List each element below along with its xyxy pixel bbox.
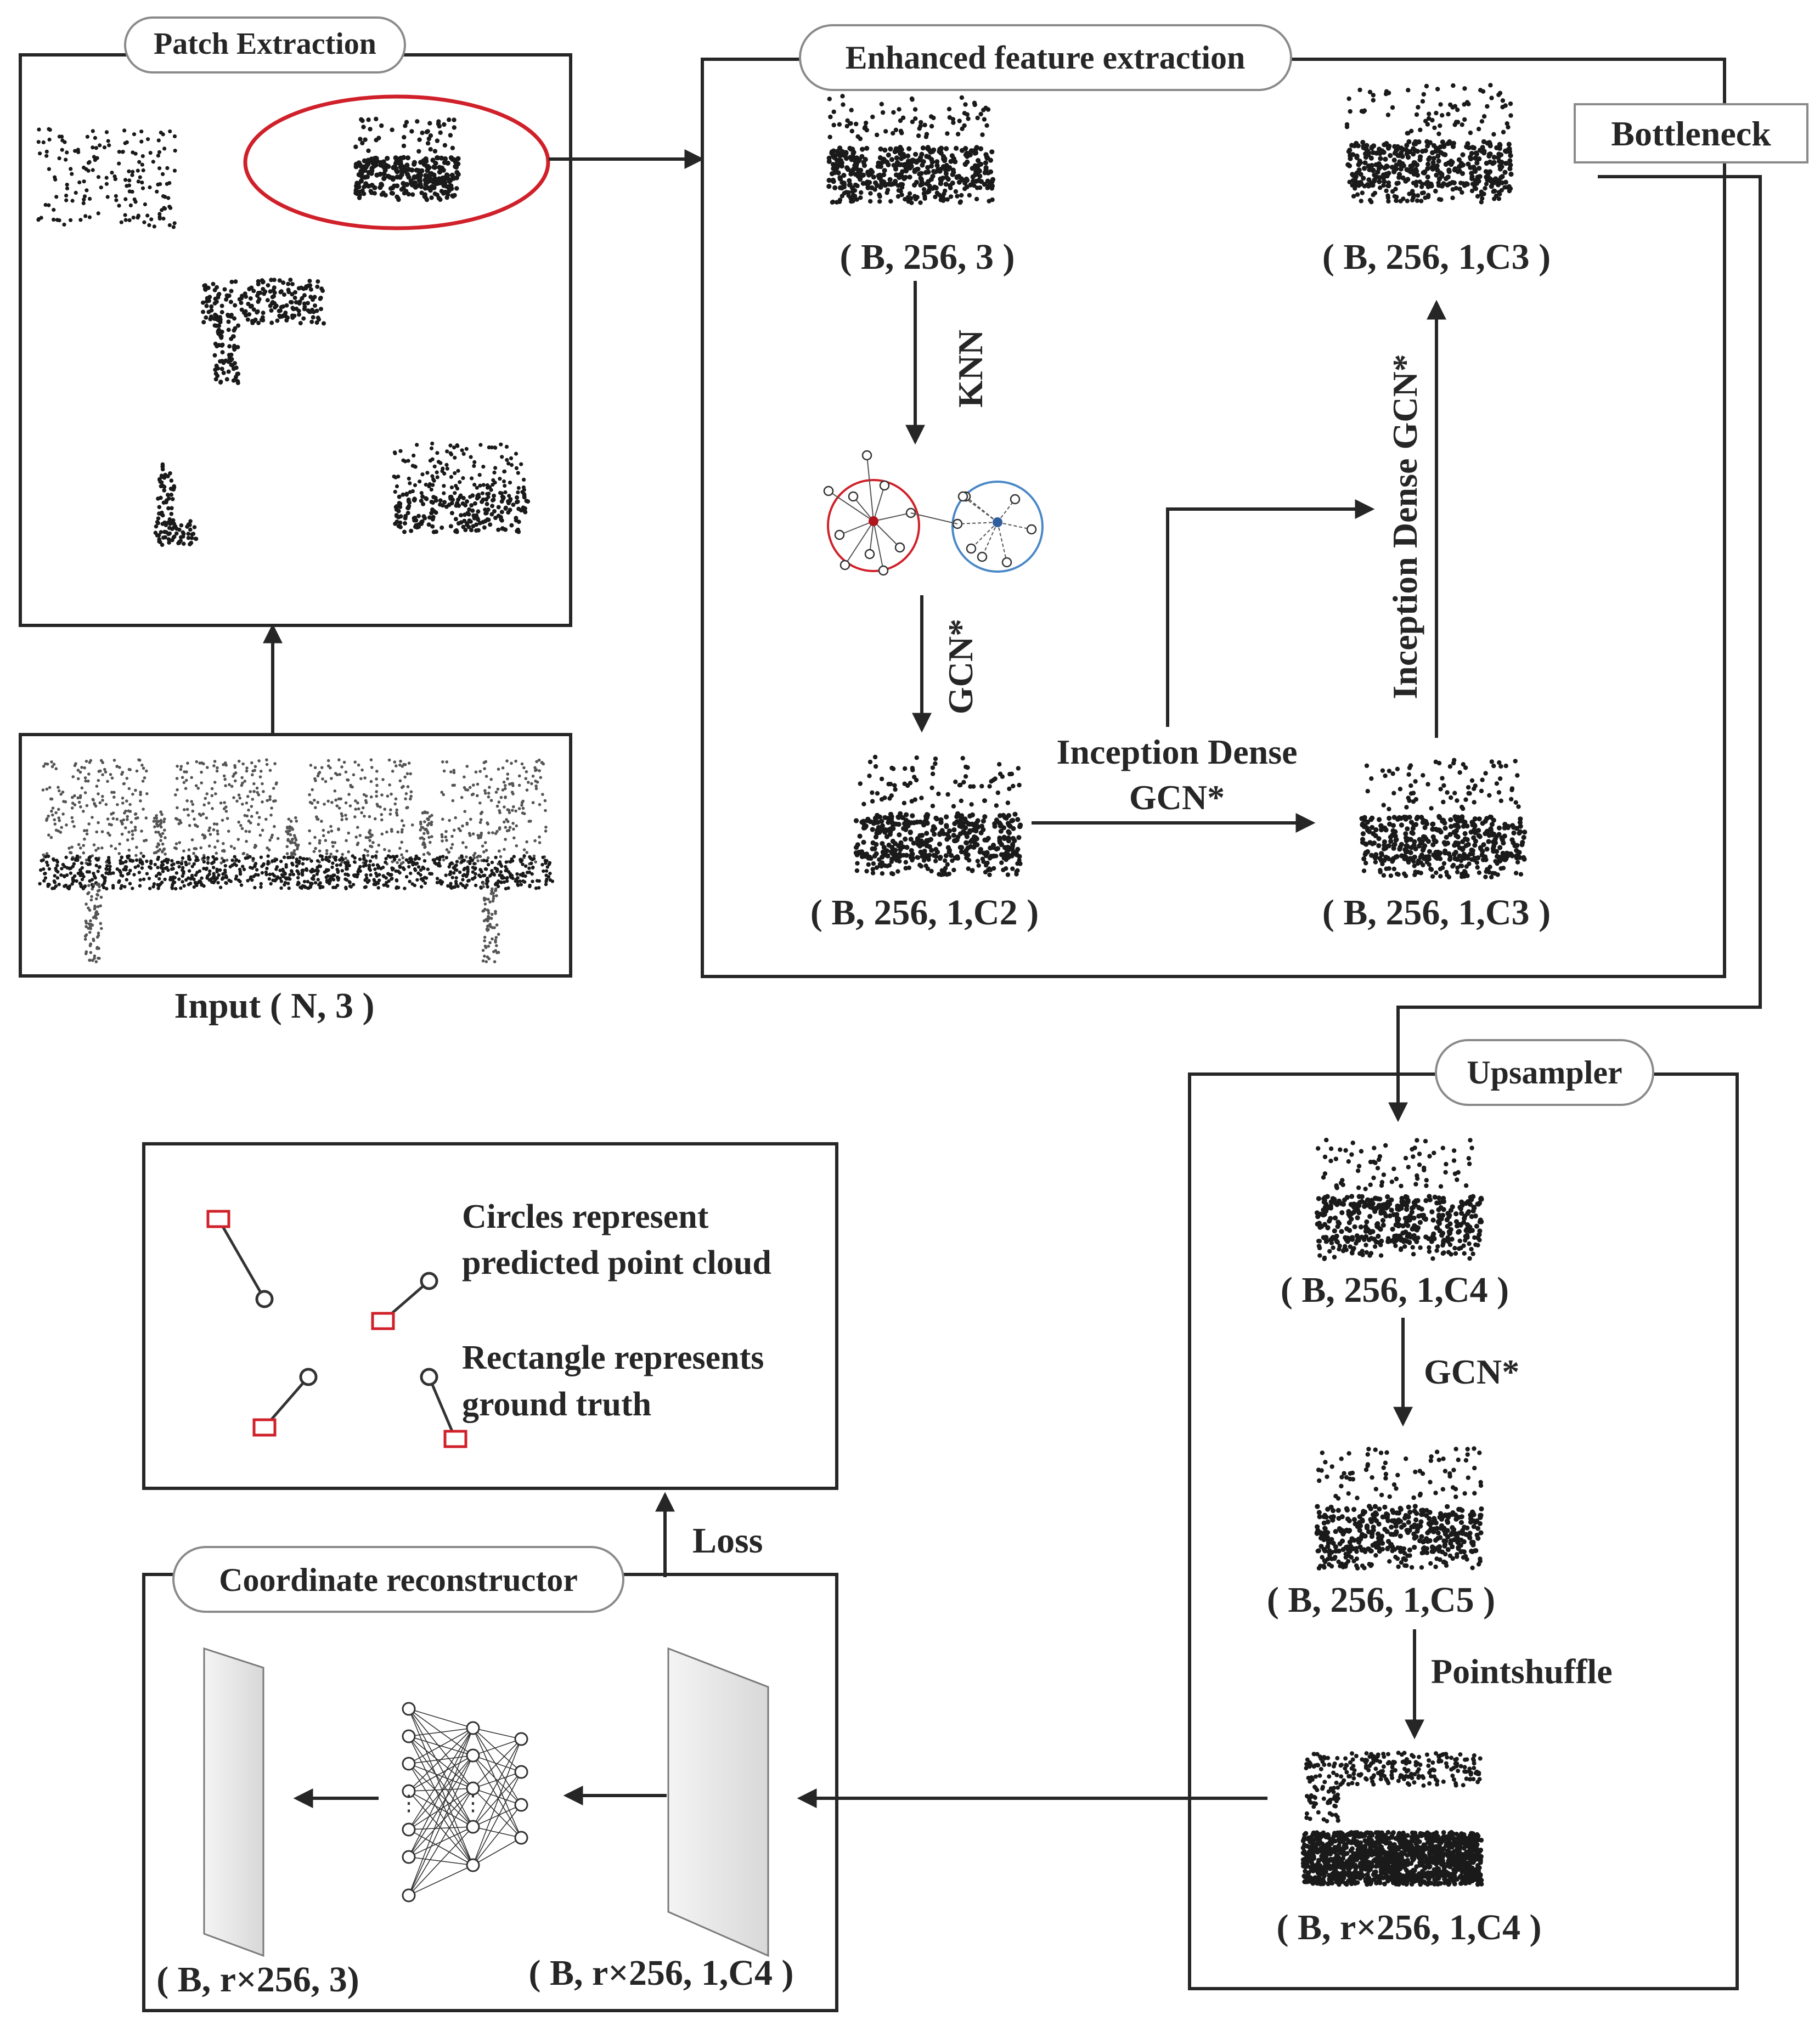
point-cloud-patch-icon [853,754,1023,877]
inception-label-line1: Inception Dense [1056,732,1297,771]
selected-patch-highlight [243,94,550,230]
point-cloud-patch-icon [36,127,177,229]
input-point-cloud-icon [38,758,555,963]
patch-extraction-title-pill: Patch Extraction [124,16,406,74]
legend-line4: ground truth [462,1386,651,1423]
gcn-star-label: GCN* [941,619,980,714]
point-cloud-patch-icon [1359,758,1528,880]
legend-panel: Circles represent predicted point cloud … [142,1142,838,1490]
patch-extraction-title: Patch Extraction [154,27,376,61]
inception-vertical-label: Inception Dense GCN* [1385,354,1424,699]
enhanced-feature-extraction-panel: Enhanced feature extraction ( B, 256, 3 … [701,24,1726,978]
shape-features-label: ( B, r×256, 1,C4 ) [528,1953,793,1993]
upsampler-title: Upsampler [1467,1054,1622,1091]
shape-output-label: ( B, r×256, 3) [156,1960,359,2000]
enhanced-title-pill: Enhanced feature extraction [799,24,1292,91]
upsampler-title-pill: Upsampler [1435,1039,1654,1106]
enhanced-title: Enhanced feature extraction [846,39,1246,76]
legend-pairs-icon [206,1210,467,1448]
bottleneck-to-upsampler-arrow [1388,175,1762,1122]
legend-line1: Circles represent [462,1198,709,1235]
inception-label-line2: GCN* [1129,778,1225,817]
shape-c5-label: ( B, 256, 1,C5 ) [1267,1580,1495,1620]
shape-in-label: ( B, 256, 3 ) [840,237,1015,277]
shape-c3-top-label: ( B, 256, 1,C3 ) [1322,237,1551,277]
legend-line3: Rectangle represents [462,1339,764,1376]
input-label: Input ( N, 3 ) [174,986,375,1026]
loss-label: Loss [692,1521,763,1561]
point-cloud-patch-icon [1344,83,1514,205]
shape-c3-bottom-label: ( B, 256, 1,C3 ) [1322,893,1551,933]
output-plane-icon [203,1647,264,1957]
point-cloud-patch-icon [392,441,531,534]
upsampler-gcn-label: GCN* [1424,1352,1519,1391]
point-cloud-patch-icon [826,94,996,205]
upsampler-panel: Upsampler ( B, 256, 1,C4 ) GCN* ( B, 256… [1188,1039,1739,1990]
point-cloud-patch-icon [1314,1446,1484,1571]
pointshuffle-label: Pointshuffle [1431,1652,1613,1691]
shape-c4-label: ( B, 256, 1,C4 ) [1281,1270,1509,1310]
point-cloud-patch-icon [353,116,461,202]
bottleneck-label: Bottleneck [1611,114,1771,153]
point-cloud-patch-icon [1314,1137,1484,1261]
coordinate-reconstructor-panel: Coordinate reconstructor ⋮⋮ ( B, r×256, … [142,1546,838,2012]
point-cloud-patch-icon [201,278,326,385]
input-panel: Input ( N, 3 ) [19,733,572,1026]
shape-out-label: ( B, r×256, 1,C4 ) [1276,1907,1541,1947]
skip-connection-arrow [1166,499,1375,727]
knn-graph-icon [823,450,1044,576]
patch-extraction-panel: Patch Extraction [19,16,572,627]
mlp-network-icon: ⋮⋮ [398,1702,528,1903]
shape-c2-label: ( B, 256, 1,C2 ) [810,893,1039,933]
dense-point-cloud-icon [1300,1751,1484,1887]
point-cloud-patch-icon [153,462,199,547]
feature-plane-icon [667,1647,769,1957]
coordinate-title-pill: Coordinate reconstructor [172,1546,624,1613]
legend-line2: predicted point cloud [462,1244,771,1282]
coordinate-title: Coordinate reconstructor [219,1562,578,1598]
bottleneck-box: Bottleneck [1574,103,1808,163]
knn-label: KNN [951,330,990,408]
